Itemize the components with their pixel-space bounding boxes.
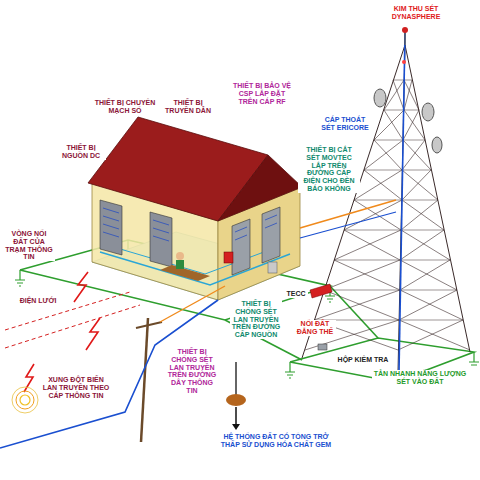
callout-label: THIẾT BỊ CẮT SÉT MOVTEC LẮP TRÊN ĐƯỜNG C… [298, 146, 360, 193]
callout-label: XUNG ĐỘT BIẾN LAN TRUYỀN THEO CÁP THÔNG … [40, 376, 112, 399]
callout-label: THIẾT BỊ TRUYỀN DẪN [160, 99, 216, 115]
callout-label: THIẾT BỊ CHUYỂN MẠCH SỐ [93, 99, 157, 115]
pointer-arrowhead [232, 424, 240, 430]
tower-bracing [398, 80, 463, 350]
label-slot: VÒNG NỐI ĐẤT CỦA TRẠM THÔNG TIN [3, 230, 55, 261]
callout-label: KIM THU SÉT DYNASPHERE [380, 5, 452, 21]
aviation-light [402, 60, 406, 64]
dish-antenna [374, 89, 386, 107]
label-slot: NỐI ĐẤT ĐẲNG THẾ [294, 320, 336, 336]
power-protector-box [268, 262, 277, 273]
label-slot: ĐIỆN LƯỚI [16, 297, 60, 305]
desk [160, 265, 210, 281]
callout-label: VÒNG NỐI ĐẤT CỦA TRẠM THÔNG TIN [3, 230, 55, 261]
equipment-rack [262, 207, 280, 263]
wave-ring [12, 387, 38, 413]
cable-tray [100, 252, 290, 285]
callout-label: THIẾT BỊ CHỐNG SÉT LAN TRUYỀN TRÊN ĐƯỜNG… [230, 300, 282, 339]
surge-arrow [5, 292, 130, 330]
dynasphere-terminal [402, 27, 408, 33]
equipment-shelter [88, 117, 302, 300]
cable-tray [110, 246, 280, 274]
lightning-bolt [74, 272, 88, 302]
ground-symbol [469, 352, 479, 365]
label-slot: THIẾT BỊ BẢO VỆ CSP LẮP ĐẶT TRÊN CÁP RF [230, 82, 294, 105]
operator-head [176, 252, 184, 260]
label-slot: THIẾT BỊ CHỐNG SÉT LAN TRUYỀN TRÊN ĐƯỜNG… [230, 300, 282, 339]
callout-label: THIẾT BỊ BẢO VỆ CSP LẮP ĐẶT TRÊN CÁP RF [230, 82, 294, 105]
callout-label: HỆ THỐNG ĐẤT CÓ TỔNG TRỞ THẤP SỬ DỤNG HÓ… [214, 433, 338, 449]
callout-label: CÁP THOÁT SÉT ERICORE [320, 116, 370, 132]
callout-label: NỐI ĐẤT ĐẲNG THẾ [294, 320, 336, 336]
switching-rack [100, 200, 122, 255]
callout-label: TẢN NHANH NĂNG LƯỢNG SÉT VÀO ĐẤT [372, 370, 468, 386]
label-slot: THIẾT BỊ NGUỒN DC [56, 144, 106, 160]
ground-symbol [15, 270, 25, 286]
tower-bracing [305, 80, 404, 350]
label-slot: TẢN NHANH NĂNG LƯỢNG SÉT VÀO ĐẤT [372, 370, 468, 386]
tower-rungs [314, 80, 463, 320]
label-slot: HỘP KIỂM TRA [334, 356, 392, 364]
light-power-cable [300, 212, 396, 238]
wave-ring [20, 395, 30, 405]
rack-detail [103, 208, 119, 237]
dish-antenna [432, 137, 442, 153]
surge-arrow [5, 305, 140, 348]
transmission-rack [150, 212, 172, 267]
callout-label: THIẾT BỊ CHỐNG SÉT LAN TRUYỀN TRÊN ĐƯỜNG… [164, 348, 220, 395]
label-slot: TECC [284, 290, 308, 298]
pointer-arrow [235, 407, 237, 424]
callout-label: THIẾT BỊ NGUỒN DC [56, 144, 106, 160]
utility-pole [141, 318, 148, 442]
rack-detail [235, 215, 277, 240]
label-slot: CÁP THOÁT SÉT ERICORE [320, 116, 370, 132]
pole-crossarm [136, 322, 162, 328]
callout-label: TECC [284, 290, 308, 298]
surge-protector-box [224, 252, 233, 263]
label-slot: THIẾT BỊ CHUYỂN MẠCH SỐ [93, 99, 157, 115]
tower-leg [405, 45, 470, 352]
surge-waves [12, 387, 38, 413]
power-line [160, 286, 225, 322]
tecc-bar [310, 284, 332, 298]
gem-backfill [226, 394, 246, 406]
label-slot: THIẾT BỊ CHỐNG SÉT LAN TRUYỀN TRÊN ĐƯỜNG… [164, 348, 220, 395]
rack-detail [153, 220, 169, 241]
lightning-bolt [86, 318, 100, 350]
wave-ring [16, 391, 34, 409]
label-slot: HỆ THỐNG ĐẤT CÓ TỔNG TRỞ THẤP SỬ DỤNG HÓ… [214, 433, 338, 449]
down-conductor-ericore [399, 32, 405, 372]
label-slot: KIM THU SÉT DYNASPHERE [380, 5, 452, 21]
tower-bracing [399, 80, 470, 350]
callout-label: HỘP KIỂM TRA [334, 356, 392, 364]
label-slot: THIẾT BỊ CẮT SÉT MOVTEC LẮP TRÊN ĐƯỜNG C… [298, 146, 360, 193]
dc-power-rack [232, 219, 250, 275]
ground-electrode-rod [235, 362, 237, 398]
label-slot: THIẾT BỊ TRUYỀN DẪN [160, 99, 216, 115]
operator-body [176, 260, 184, 269]
test-box [318, 344, 327, 350]
rf-cable [300, 200, 396, 228]
label-slot: XUNG ĐỘT BIẾN LAN TRUYỀN THEO CÁP THÔNG … [40, 376, 112, 399]
dish-antenna [422, 103, 434, 121]
roof-gable [218, 155, 302, 221]
callout-label: ĐIỆN LƯỚI [16, 297, 60, 305]
ground-symbol [285, 362, 295, 378]
